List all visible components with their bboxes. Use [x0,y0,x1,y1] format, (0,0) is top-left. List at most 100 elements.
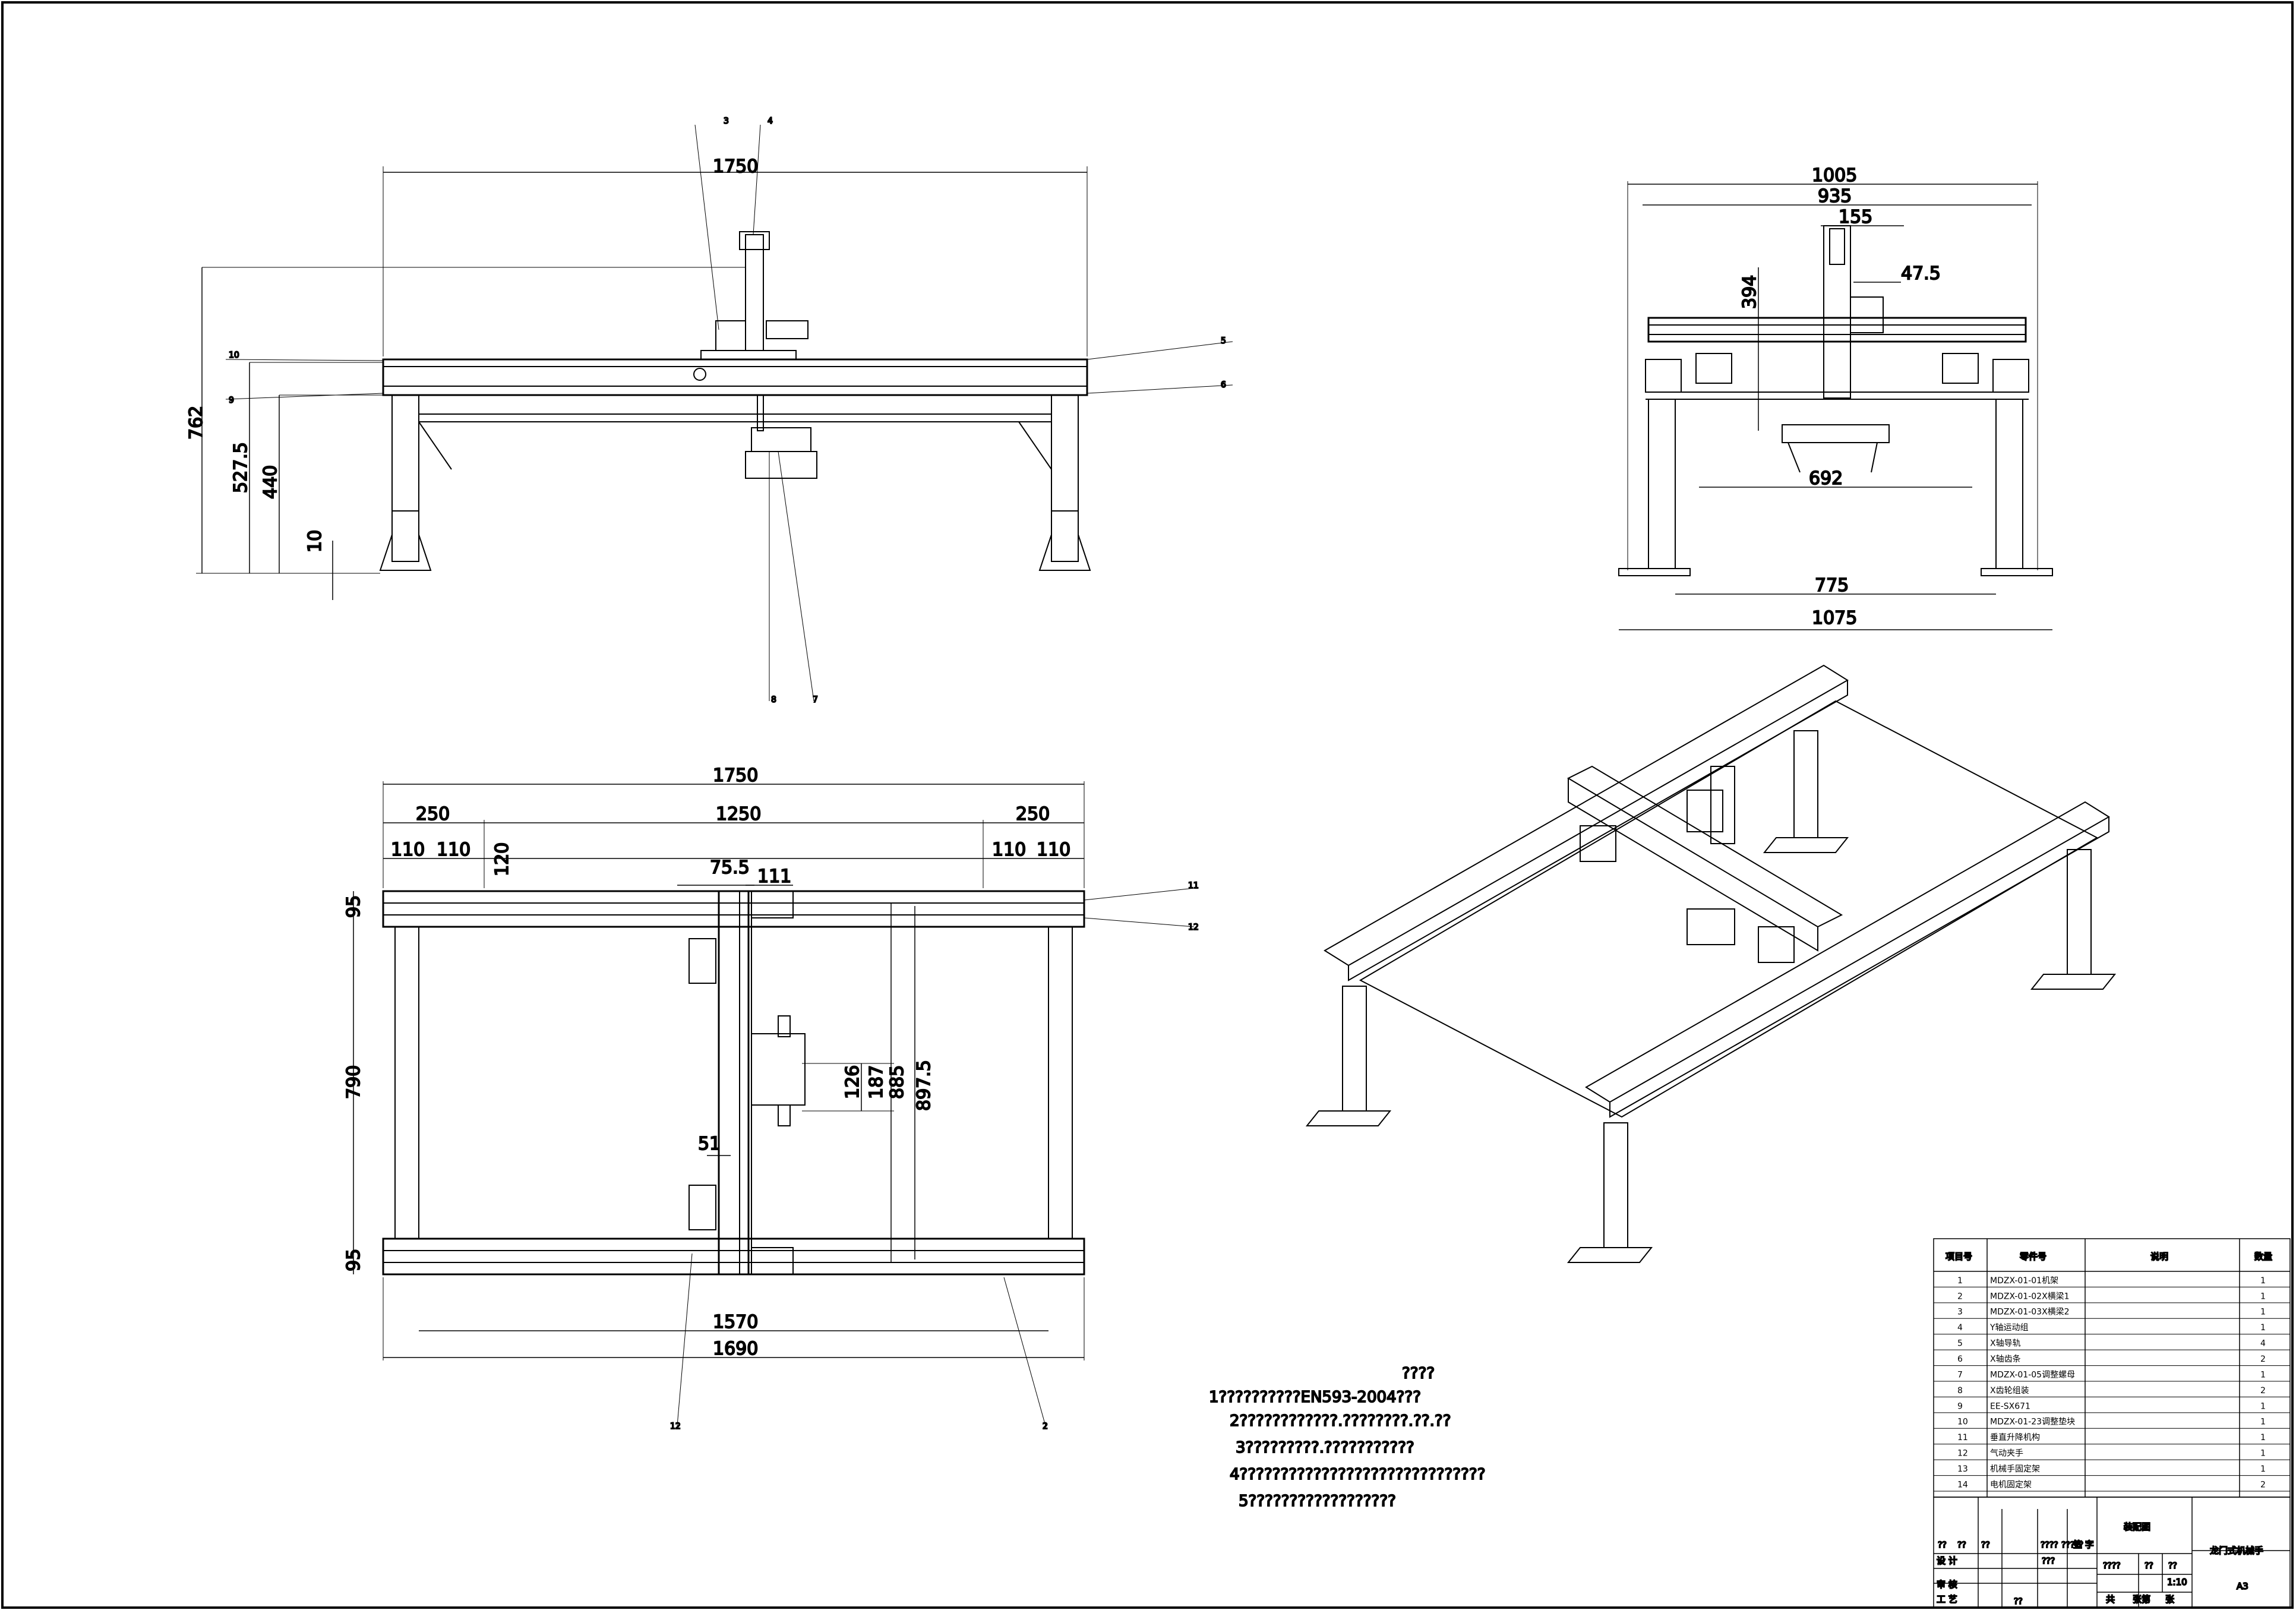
callout-9: 9 [229,396,234,405]
top-dim-897-5: 897.5 [914,1060,934,1111]
top-dim-1250: 1250 [716,804,761,825]
title-mark-5: ????? [2061,1540,2083,1550]
side-dim-935: 935 [1818,186,1852,207]
bom-row-part: 垂直升降机构 [1990,1432,2040,1442]
title-product: 龙门式机械手 [2210,1545,2263,1556]
bom-row-part: 气动夹手 [1990,1449,2023,1459]
top-dim-110-b: 110 [437,839,470,860]
bom-row-no: 10 [1957,1418,1968,1427]
callout-10: 10 [229,351,239,360]
bom-row-no: 1 [1957,1276,1963,1286]
front-dim-762: 762 [186,406,207,440]
callout-11: 11 [1188,881,1199,891]
front-view [196,124,1233,702]
title-scale: 1:10 [2167,1577,2187,1587]
bom-row-part: EE-SX671 [1990,1401,2030,1411]
note-line-5: 5?????????????????? [1239,1492,1396,1510]
bom-row-qty: 1 [2260,1323,2266,1333]
top-dim-120: 120 [492,842,513,876]
callout-2: 2 [1043,1422,1048,1431]
bom-row-qty: 1 [2260,1292,2266,1301]
side-dim-692: 692 [1809,468,1843,489]
title-mark-9: ?? [2168,1561,2177,1571]
top-dim-1570: 1570 [713,1312,758,1333]
side-dim-1005: 1005 [1812,165,1857,186]
top-dim-51: 51 [698,1134,721,1154]
bom-row-no: 6 [1957,1355,1963,1364]
bom-row-no: 7 [1957,1370,1963,1379]
bom-row-no: 9 [1957,1401,1963,1411]
bom-row-no: 5 [1957,1339,1963,1349]
title-mark-7: ???? [2103,1561,2121,1571]
top-dim-110-c: 110 [992,839,1026,860]
bom-row-no: 4 [1957,1323,1963,1333]
note-line-1: 1??????????EN593-2004??? [1209,1388,1421,1406]
top-dim-126: 126 [842,1065,863,1099]
callout-3: 3 [724,116,729,126]
top-dim-110-d: 110 [1037,839,1070,860]
bom-table [1933,1238,2291,1498]
bom-row-qty: 1 [2260,1418,2266,1427]
top-dim-1690: 1690 [713,1338,758,1359]
title-mark-4: ???? [2041,1540,2058,1550]
title-check: 审 核 [1937,1579,1957,1590]
front-dim-10: 10 [305,530,326,553]
note-line-3: 3?????????.??????????? [1236,1439,1414,1457]
side-dim-775: 775 [1815,575,1849,596]
title-sign-label: 签 字 [2073,1539,2094,1550]
bom-row-qty: 1 [2260,1370,2266,1379]
bom-row-part: X轴齿条 [1990,1354,2021,1364]
top-view [353,781,1195,1426]
bom-header-desc: 说明 [2150,1251,2168,1262]
top-dim-111: 111 [757,866,791,887]
bom-row-qty: 1 [2260,1449,2266,1459]
bom-row-no: 11 [1957,1433,1968,1442]
side-dim-47-5: 47.5 [1901,263,1941,284]
title-mark-8: ?? [2145,1561,2153,1571]
side-view [1618,181,2053,630]
bom-row-part: MDZX-01-23调整垫块 [1990,1418,2075,1427]
front-dim-527-5: 527.5 [230,442,251,493]
title-mark-2: ?? [1957,1540,1966,1550]
note-line-2: 2????????????.????????.??.?? [1230,1412,1451,1430]
bom-row-part: 机械手固定架 [1990,1464,2040,1474]
bom-row-qty: 2 [2260,1386,2266,1396]
bom-row-part: MDZX-01-03X横梁2 [1990,1308,2070,1317]
top-dim-110-a: 110 [391,839,425,860]
title-mark-1: ?? [1938,1540,1947,1550]
bom-row-no: 13 [1957,1464,1968,1474]
isometric-view [1305,664,2117,1263]
note-line-4: 4?????????????????????????????? [1230,1466,1486,1483]
bom-row-part: X轴导轨 [1990,1339,2021,1349]
front-dim-440: 440 [260,465,281,499]
bom-row-qty: 4 [2260,1339,2266,1349]
callout-12-top: 12 [1188,923,1199,932]
bom-row-qty: 2 [2260,1480,2266,1489]
title-sheet-size: A3 [2237,1581,2248,1592]
top-dim-95-top: 95 [343,895,364,918]
side-dim-394: 394 [1739,275,1760,309]
title-block [1933,1497,2291,1608]
bom-row-qty: 1 [2260,1401,2266,1411]
bom-header-no: 项目号 [1946,1251,1972,1262]
bom-row-part: MDZX-01-02X横梁1 [1990,1292,2070,1301]
bom-row-qty: 1 [2260,1433,2266,1442]
bom-row-no: 2 [1957,1292,1963,1301]
bom-row-part: 电机固定架 [1990,1480,2032,1489]
bom-header-qty: 数量 [2254,1251,2272,1262]
bom-row-qty: 1 [2260,1308,2266,1317]
top-dim-95-bottom: 95 [343,1249,364,1271]
notes-title: ???? [1402,1365,1435,1382]
callout-8: 8 [771,695,776,705]
bom-row-no: 8 [1957,1386,1963,1396]
side-dim-1075: 1075 [1812,608,1857,629]
title-process: 工 艺 [1937,1594,1957,1605]
top-dim-75-5: 75.5 [710,857,750,878]
callout-6: 6 [1221,380,1226,390]
top-dim-885: 885 [887,1065,908,1099]
bom-row-qty: 1 [2260,1276,2266,1286]
title-drawing-name: 装配图 [2124,1521,2150,1532]
title-sheet-total: 共 [2106,1594,2115,1605]
title-design: 设 计 [1937,1555,1957,1566]
